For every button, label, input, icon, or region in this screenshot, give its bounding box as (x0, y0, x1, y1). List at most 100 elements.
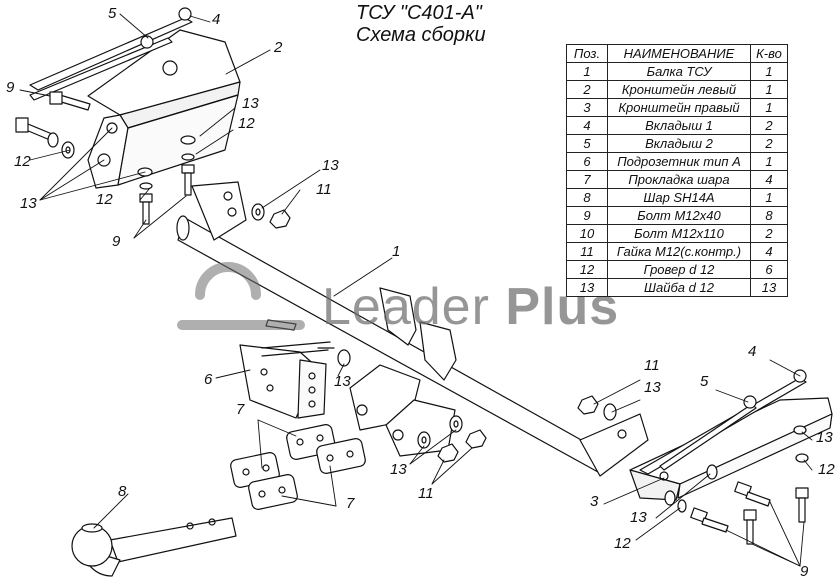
ball-spacers (230, 424, 366, 510)
cell-name: Болт М12х40 (607, 206, 751, 225)
tow-ball (71, 517, 237, 577)
cell-pos: 6 (566, 152, 608, 171)
cell-pos: 5 (566, 134, 608, 153)
cell-pos: 12 (566, 260, 608, 279)
cell-qty: 4 (750, 242, 788, 261)
cell-pos: 3 (566, 98, 608, 117)
callout-13: 13 (322, 157, 339, 174)
callout-labels: 5 4 2 9 13 12 12 13 12 9 13 11 1 6 13 7 … (6, 5, 835, 580)
callout-13: 13 (644, 379, 661, 396)
watermark: Leader Plus (322, 277, 619, 337)
socket-plate (239, 319, 335, 419)
callout-7: 7 (346, 495, 355, 512)
callout-9: 9 (800, 563, 809, 580)
bolts-left (15, 91, 91, 159)
bolts-vertical-left (137, 135, 196, 225)
right-bracket (629, 369, 833, 501)
callout-12: 12 (96, 191, 113, 208)
cell-name: Гровер d 12 (607, 260, 751, 279)
callout-12: 12 (818, 461, 835, 478)
callout-13: 13 (242, 95, 259, 112)
cell-pos: 11 (566, 242, 608, 261)
cell-qty: 2 (750, 134, 788, 153)
cell-name: Шайба d 12 (607, 278, 751, 297)
cell-name: Вкладыш 1 (607, 116, 751, 135)
callout-1: 1 (392, 243, 400, 260)
cell-qty: 13 (750, 278, 788, 297)
nuts-washers-center (251, 203, 617, 463)
cell-name: Прокладка шара (607, 170, 751, 189)
callout-13: 13 (20, 195, 37, 212)
callout-13: 13 (390, 461, 407, 478)
cell-qty: 1 (750, 62, 788, 81)
callout-13: 13 (816, 429, 833, 446)
cell-pos: 4 (566, 116, 608, 135)
title-block: ТСУ "С401-А" Схема сборки (356, 2, 486, 46)
callout-9: 9 (6, 79, 15, 96)
cell-pos: 13 (566, 278, 608, 297)
cell-name: Вкладыш 2 (607, 134, 751, 153)
callout-5: 5 (108, 5, 117, 22)
header-pos: Поз. (566, 44, 608, 63)
cell-name: Кронштейн левый (607, 80, 751, 99)
cell-qty: 2 (750, 116, 788, 135)
main-beam (176, 181, 649, 477)
header-name: НАИМЕНОВАНИЕ (607, 44, 751, 63)
callout-9: 9 (112, 233, 121, 250)
parts-table-header: Поз. НАИМЕНОВАНИЕ К-во (566, 44, 788, 63)
cell-qty: 4 (750, 170, 788, 189)
cell-pos: 8 (566, 188, 608, 207)
cell-name: Кронштейн правый (607, 98, 751, 117)
callout-12: 12 (238, 115, 255, 132)
watermark-emblem (177, 262, 305, 330)
callout-11: 11 (418, 485, 434, 502)
callout-8: 8 (118, 483, 127, 500)
callout-12: 12 (14, 153, 31, 170)
callout-11: 11 (316, 181, 332, 198)
cell-pos: 2 (566, 80, 608, 99)
cell-name: Балка ТСУ (607, 62, 751, 81)
diagram-subtitle: Схема сборки (356, 24, 486, 46)
cell-name: Болт М12х110 (607, 224, 751, 243)
leader-lines (19, 13, 813, 567)
callout-2: 2 (273, 39, 283, 56)
callout-7: 7 (236, 401, 245, 418)
callout-13: 13 (630, 509, 647, 526)
cell-pos: 9 (566, 206, 608, 225)
middle-plates (349, 287, 457, 457)
callout-3: 3 (590, 493, 599, 510)
callout-4: 4 (212, 11, 220, 28)
cell-qty: 2 (750, 224, 788, 243)
cell-qty: 1 (750, 152, 788, 171)
callout-13: 13 (334, 373, 351, 390)
cell-qty: 8 (750, 206, 788, 225)
left-bracket (87, 29, 241, 189)
cell-qty: 1 (750, 98, 788, 117)
header-qty: К-во (750, 44, 788, 63)
callout-12: 12 (614, 535, 631, 552)
watermark-word-leader: Leader (322, 278, 490, 336)
callout-5: 5 (700, 373, 709, 390)
cell-name: Подрозетник тип А (607, 152, 751, 171)
cell-qty: 6 (750, 260, 788, 279)
cell-qty: 1 (750, 80, 788, 99)
cell-name: Гайка М12(с.контр.) (607, 242, 751, 261)
diagram-title: ТСУ "С401-А" (356, 2, 482, 24)
insert-plates-left (29, 7, 193, 101)
callout-4: 4 (748, 343, 756, 360)
